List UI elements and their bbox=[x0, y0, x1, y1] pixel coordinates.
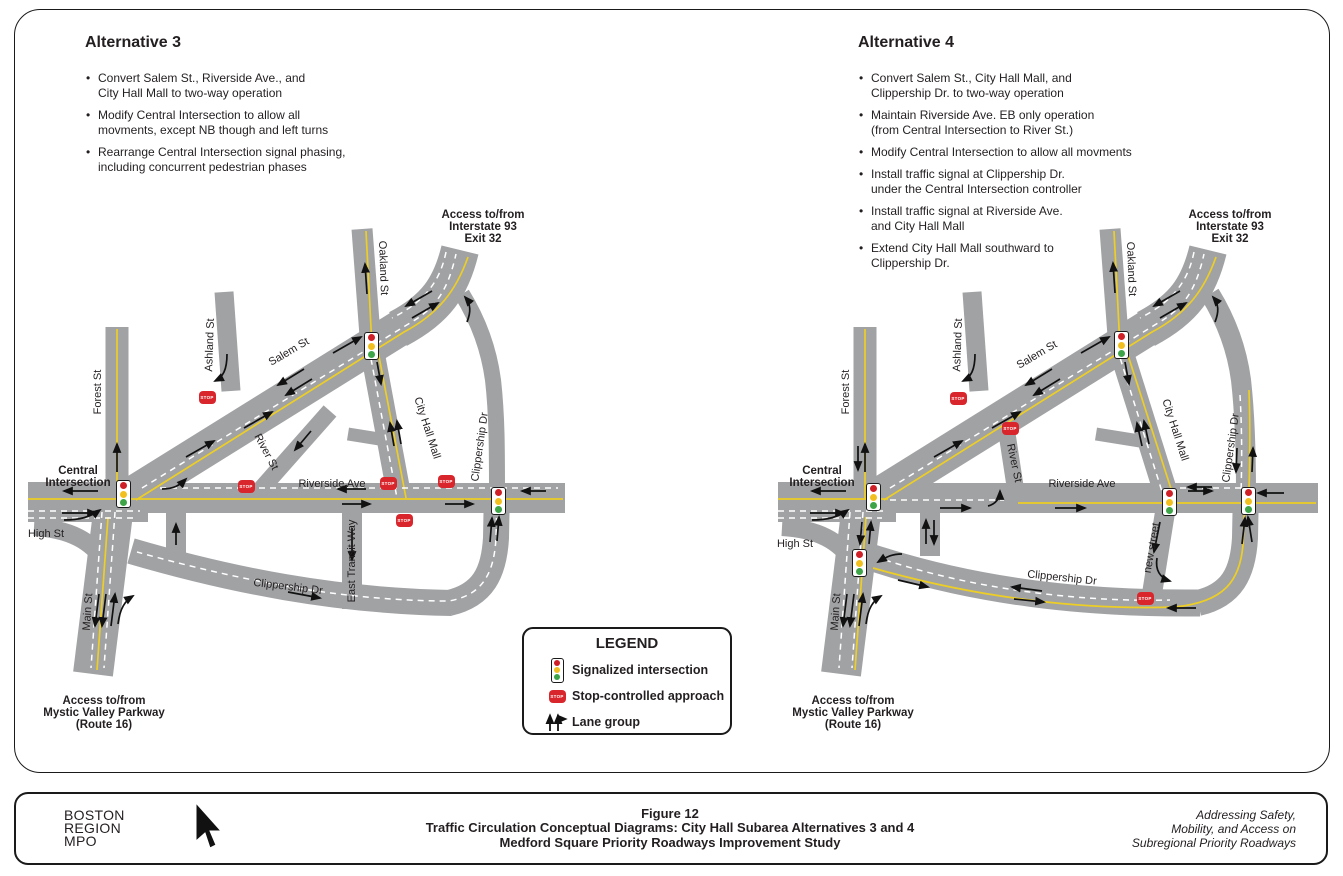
legend-item-signalized: Signalized intersection bbox=[524, 657, 730, 683]
alt3-bullet: Modify Central Intersection to allow all… bbox=[85, 108, 415, 138]
traffic-signal-icon bbox=[363, 332, 379, 360]
alt4-title: Alternative 4 bbox=[858, 34, 955, 51]
street-label-forest: Forest St bbox=[92, 369, 104, 415]
alt3-title: Alternative 3 bbox=[85, 34, 182, 51]
boston-region-mpo-logo: BOSTON REGION MPO bbox=[64, 807, 125, 849]
alt3-bullet: Rearrange Central Intersection signal ph… bbox=[85, 145, 415, 175]
alt3-panel: Alternative 3 Convert Salem St., Riversi… bbox=[85, 34, 415, 182]
access-mystic-label: Access to/from Mystic Valley Parkway (Ro… bbox=[792, 695, 914, 731]
traffic-signal-icon bbox=[1161, 488, 1177, 516]
street-label-riverside: Riverside Ave bbox=[1048, 478, 1116, 490]
legend-item-label: Signalized intersection bbox=[572, 663, 709, 677]
alt3-bullet: Convert Salem St., Riverside Ave., and C… bbox=[85, 71, 415, 101]
legend-item-label: Lane group bbox=[572, 715, 641, 729]
street-label-riverside: Riverside Ave bbox=[298, 478, 366, 490]
stop-sign-icon: STOP bbox=[198, 390, 216, 404]
alt4-bullet: Install traffic signal at Clippership Dr… bbox=[858, 167, 1198, 197]
street-label-ashland: Ashland St bbox=[203, 318, 217, 372]
legend-item-stop: STOP Stop-controlled approach bbox=[524, 683, 730, 709]
traffic-signal-icon bbox=[1240, 487, 1256, 515]
street-label-forest: Forest St bbox=[840, 369, 852, 415]
access-i93-label: Access to/from Interstate 93 Exit 32 bbox=[441, 209, 525, 245]
street-label-east-transit: East Transit Way bbox=[346, 519, 358, 603]
alt4-road-network bbox=[778, 228, 1318, 677]
alt4-bullet: Maintain Riverside Ave. EB only operatio… bbox=[858, 108, 1198, 138]
access-i93-label: Access to/from Interstate 93 Exit 32 bbox=[1188, 209, 1272, 245]
stop-sign-icon: STOP bbox=[548, 689, 566, 703]
alt4-bullet: Modify Central Intersection to allow all… bbox=[858, 145, 1198, 160]
legend-title: LEGEND bbox=[595, 635, 659, 652]
alt4-bullet: Install traffic signal at Riverside Ave.… bbox=[858, 204, 1198, 234]
traffic-signal-icon bbox=[851, 549, 867, 577]
stop-sign-icon: STOP bbox=[379, 476, 397, 490]
traffic-signal-icon bbox=[490, 487, 506, 515]
traffic-signal-icon bbox=[865, 483, 881, 511]
alt4-bullet-list: Convert Salem St., City Hall Mall, and C… bbox=[858, 71, 1198, 271]
legend-item-lane-group: Lane group bbox=[524, 709, 730, 735]
traffic-signal-icon bbox=[550, 657, 564, 683]
stop-sign-icon: STOP bbox=[949, 391, 967, 405]
stop-sign-icon: STOP bbox=[237, 479, 255, 493]
lane-group-icon bbox=[545, 713, 568, 731]
mouse-cursor bbox=[195, 801, 223, 849]
street-label-high: High St bbox=[776, 538, 814, 550]
street-label-high: High St bbox=[27, 528, 65, 540]
alt3-bullet-list: Convert Salem St., Riverside Ave., and C… bbox=[85, 71, 415, 175]
study-tagline: Addressing Safety, Mobility, and Access … bbox=[1131, 807, 1296, 850]
footer-title-block: BOSTON REGION MPO Figure 12 Traffic Circ… bbox=[14, 792, 1328, 865]
alt4-bullet: Convert Salem St., City Hall Mall, and C… bbox=[858, 71, 1198, 101]
legend: LEGEND Signalized intersection STOP Stop… bbox=[522, 627, 732, 735]
stop-sign-icon: STOP bbox=[1136, 591, 1154, 605]
stop-sign-icon: STOP bbox=[1001, 421, 1019, 435]
traffic-signal-icon bbox=[115, 480, 131, 508]
traffic-signal-icon bbox=[1113, 331, 1129, 359]
stop-sign-icon: STOP bbox=[437, 474, 455, 488]
central-intersection-label: Central Intersection bbox=[789, 465, 855, 489]
stop-sign-icon: STOP bbox=[395, 513, 413, 527]
street-label-oakland: Oakland St bbox=[376, 240, 390, 296]
alt4-panel: Alternative 4 Convert Salem St., City Ha… bbox=[858, 34, 1198, 278]
figure-title: Figure 12 Traffic Circulation Conceptual… bbox=[425, 805, 915, 850]
street-label-ashland: Ashland St bbox=[951, 318, 965, 372]
legend-item-label: Stop-controlled approach bbox=[572, 689, 725, 703]
alt3-road-network bbox=[28, 228, 565, 677]
street-label-oakland: Oakland St bbox=[1124, 241, 1138, 297]
access-mystic-label: Access to/from Mystic Valley Parkway (Ro… bbox=[43, 695, 165, 731]
alt4-bullet: Extend City Hall Mall southward to Clipp… bbox=[858, 241, 1198, 271]
central-intersection-label: Central Intersection bbox=[45, 465, 111, 489]
